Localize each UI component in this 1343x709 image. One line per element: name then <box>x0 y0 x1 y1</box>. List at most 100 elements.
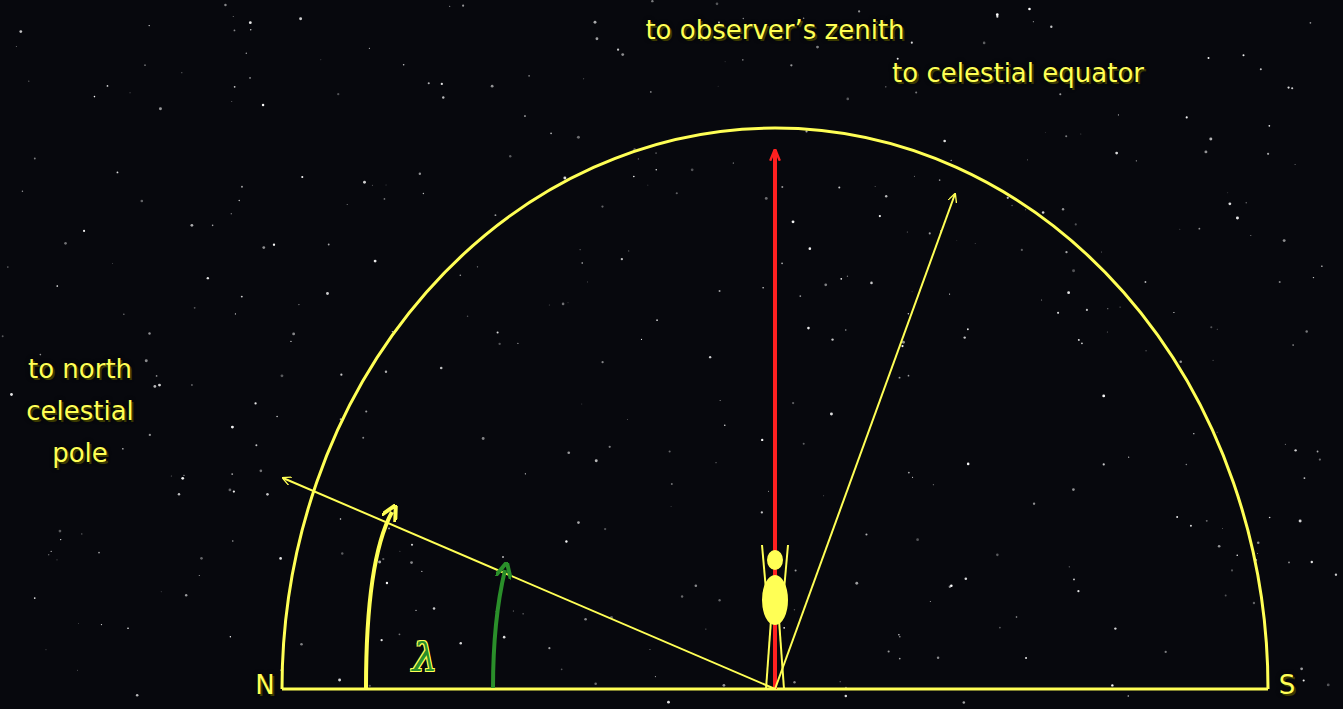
star <box>816 46 819 49</box>
star <box>1256 553 1258 555</box>
star <box>10 393 13 396</box>
star <box>761 511 763 513</box>
star <box>56 285 58 287</box>
star <box>691 168 694 171</box>
star <box>908 375 910 377</box>
star <box>273 243 275 245</box>
star <box>1190 525 1192 527</box>
star <box>898 634 899 635</box>
pole-arrow <box>283 478 775 689</box>
star <box>522 613 523 614</box>
star <box>372 185 373 186</box>
star <box>262 104 265 107</box>
star <box>449 6 450 7</box>
star <box>830 412 833 415</box>
star <box>548 647 550 649</box>
star <box>299 17 302 20</box>
star <box>459 642 462 645</box>
star <box>715 462 717 464</box>
star <box>1335 573 1337 575</box>
star <box>950 585 953 588</box>
star <box>548 304 550 306</box>
star <box>156 375 158 377</box>
star <box>1027 159 1028 160</box>
star <box>717 85 719 87</box>
south-label: S <box>1267 664 1307 706</box>
star <box>809 247 812 250</box>
star <box>1227 192 1229 194</box>
star <box>1033 21 1034 22</box>
star <box>1310 22 1312 24</box>
star <box>792 220 795 223</box>
star <box>933 484 934 485</box>
star <box>403 64 405 66</box>
star <box>433 607 436 610</box>
star <box>153 385 156 388</box>
star <box>681 595 683 597</box>
star <box>579 249 581 251</box>
star <box>149 25 150 26</box>
star <box>870 282 873 285</box>
star <box>524 115 526 117</box>
star <box>279 557 282 560</box>
star <box>929 232 931 234</box>
star <box>912 477 913 478</box>
star <box>234 86 236 88</box>
star <box>509 155 511 157</box>
star <box>695 584 698 587</box>
star <box>347 204 348 205</box>
star <box>231 426 234 429</box>
star <box>669 450 671 452</box>
star <box>276 416 278 418</box>
star <box>298 304 299 305</box>
star <box>586 281 588 283</box>
star <box>794 609 795 610</box>
star <box>996 13 999 16</box>
star <box>144 64 145 65</box>
star <box>793 681 795 683</box>
star <box>1106 331 1108 333</box>
star <box>901 345 903 347</box>
star <box>1327 683 1330 686</box>
star <box>1313 277 1314 278</box>
star <box>234 29 236 31</box>
star <box>638 158 639 159</box>
star <box>341 552 343 554</box>
star <box>967 328 969 330</box>
star <box>983 42 986 45</box>
star <box>199 575 200 576</box>
star <box>290 341 291 342</box>
star <box>581 403 583 405</box>
star <box>1216 431 1218 433</box>
star <box>561 668 563 670</box>
star <box>846 98 849 101</box>
star <box>77 669 79 671</box>
star <box>783 627 785 629</box>
star <box>1225 594 1227 596</box>
star <box>1294 164 1296 166</box>
star <box>229 489 232 492</box>
star <box>649 649 651 651</box>
star <box>963 336 965 338</box>
star <box>363 181 366 184</box>
star <box>249 77 250 78</box>
star <box>123 314 124 315</box>
star <box>1288 562 1290 564</box>
star <box>742 59 744 61</box>
star <box>170 475 172 477</box>
star <box>1269 517 1271 519</box>
star <box>567 302 569 304</box>
star <box>1257 542 1260 545</box>
star <box>908 313 910 315</box>
star <box>840 278 842 280</box>
star <box>101 624 102 625</box>
star <box>845 329 846 330</box>
star <box>149 434 151 436</box>
equator-label: to celestial equator <box>888 52 1148 94</box>
star <box>145 359 148 362</box>
star <box>724 424 725 425</box>
star <box>369 685 371 687</box>
star <box>1103 463 1105 465</box>
star <box>1268 125 1270 127</box>
equator-arrow <box>775 194 955 689</box>
